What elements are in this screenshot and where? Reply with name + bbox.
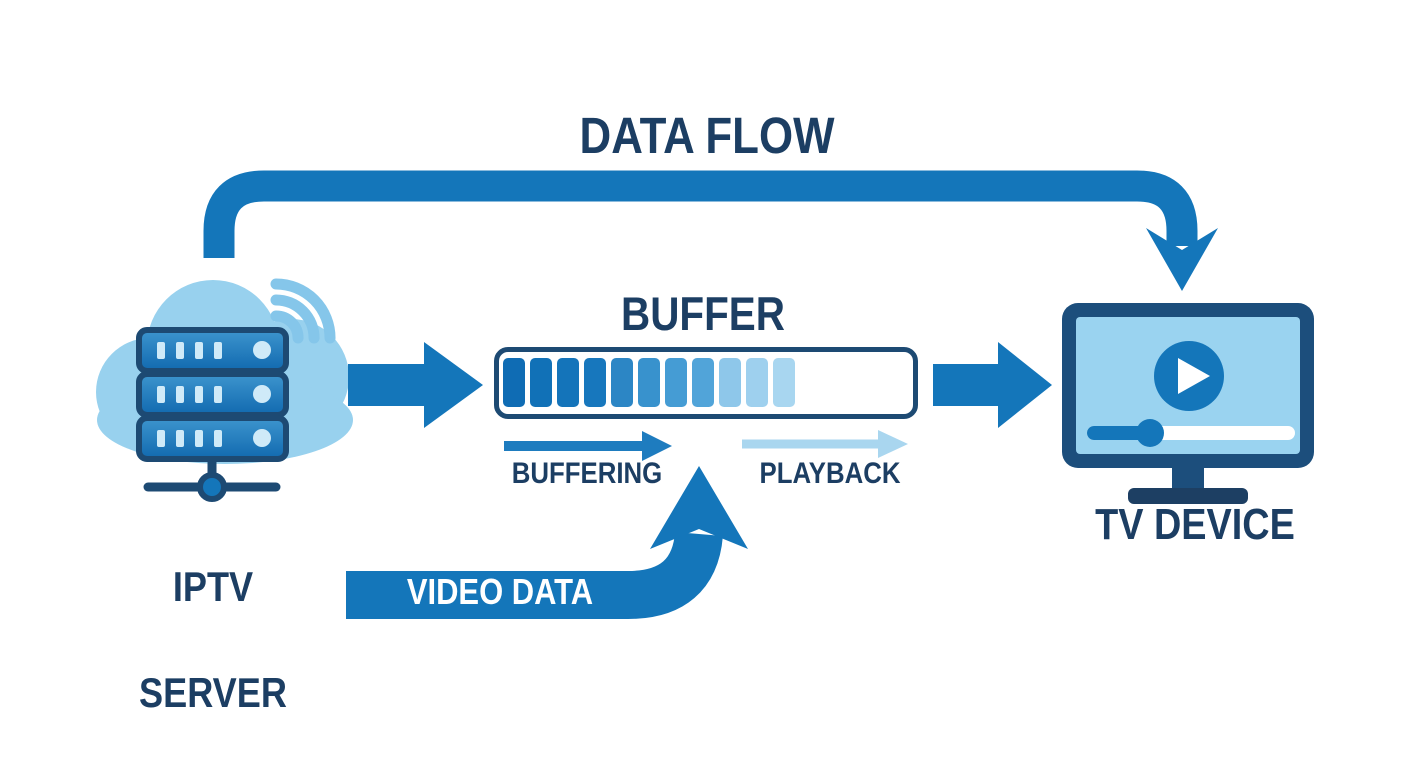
- buffer-segment: [584, 358, 606, 407]
- buffer-segment: [692, 358, 714, 407]
- buffer-segment: [773, 358, 795, 407]
- data-flow-arrow-icon: [203, 170, 1218, 291]
- playback-arrow-icon: [742, 430, 908, 458]
- buffer-segment: [719, 358, 741, 407]
- network-node-icon: [143, 459, 281, 502]
- iptv-server-label: IPTV SERVER: [84, 508, 342, 720]
- server-unit: [136, 415, 289, 462]
- tv-device-label: TV DEVICE: [1095, 500, 1295, 549]
- buffer-segment: [503, 358, 525, 407]
- play-icon: [1154, 341, 1224, 411]
- seek-bar: [1087, 419, 1295, 447]
- playback-label: PLAYBACK: [759, 457, 901, 490]
- tv-monitor-icon: [1062, 303, 1314, 504]
- iptv-server-label-line1: IPTV: [172, 562, 254, 610]
- iptv-server-label-line2: SERVER: [139, 668, 287, 716]
- tv-stand-neck: [1172, 466, 1204, 490]
- server-rack-icon: [136, 327, 289, 502]
- buffer-segment: [611, 358, 633, 407]
- video-data-label: VIDEO DATA: [406, 571, 594, 612]
- buffering-arrow-icon: [504, 431, 672, 461]
- buffer-to-tv-arrow-icon: [933, 342, 1052, 428]
- buffer-segment: [665, 358, 687, 407]
- server-unit: [136, 327, 289, 374]
- buffer-segments: [503, 358, 795, 407]
- wifi-signal-icon: [270, 278, 336, 344]
- buffer-segment: [530, 358, 552, 407]
- seek-knob: [1136, 419, 1164, 447]
- server-to-buffer-arrow-icon: [348, 342, 483, 428]
- buffer-segment: [638, 358, 660, 407]
- arrow-down-head: [1146, 228, 1218, 291]
- buffer-segment: [557, 358, 579, 407]
- buffer-label: BUFFER: [621, 287, 785, 340]
- buffer-segment: [746, 358, 768, 407]
- diagram-title: DATA FLOW: [579, 107, 835, 164]
- server-unit: [136, 371, 289, 418]
- buffer-bar: [494, 347, 918, 419]
- buffering-label: BUFFERING: [511, 457, 663, 490]
- tv-stand-base: [1128, 488, 1248, 504]
- video-data-arrow-icon: [346, 466, 748, 619]
